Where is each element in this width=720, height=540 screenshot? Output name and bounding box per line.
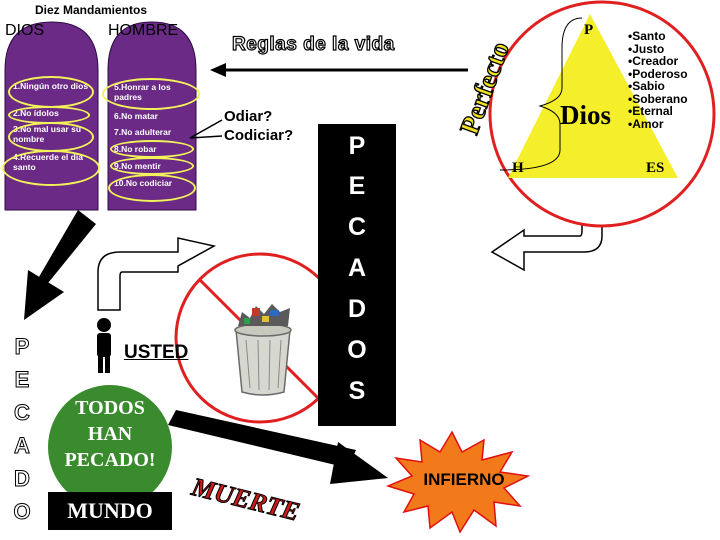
pecados-letter: P — [348, 132, 366, 160]
attribute-item: •Soberano — [628, 91, 688, 106]
todos-line: TODOS — [75, 397, 145, 419]
pecado-column: P E C A D O — [0, 330, 44, 530]
triangle-right-label: ES — [646, 160, 665, 176]
tablets-to-pecado-arrow — [24, 210, 96, 320]
pecados-bar: P E C A D O S — [318, 124, 396, 426]
attribute-item: •Santo — [628, 29, 666, 43]
perfect-triangle — [508, 14, 678, 178]
usted-up-arrow — [97, 237, 217, 311]
triangle-down-arrow — [490, 181, 603, 272]
usted-label: USTED — [124, 342, 189, 363]
pecados-letter: S — [348, 377, 366, 405]
todos-line: PECADO! — [64, 449, 156, 471]
odiar-codiciar: Odiar? Codiciar? — [224, 107, 293, 145]
attribute-list: •Santo •Justo •Creador •Poderoso •Sabio … — [628, 30, 688, 130]
hombre-oval-9 — [110, 157, 194, 175]
pecado-letter: O — [13, 499, 31, 525]
hombre-header: HOMBRE — [108, 22, 179, 39]
reglas-label: Reglas de la vida — [231, 33, 395, 55]
hombre-cmd-6: 6.No matar — [114, 111, 158, 121]
perfect-brace — [499, 17, 583, 171]
triangle-center-label: Dios — [560, 100, 612, 130]
hombre-oval-5 — [102, 78, 200, 110]
pecado-letter: C — [14, 400, 31, 426]
pecado-letter: E — [14, 367, 30, 393]
dios-oval-3 — [8, 122, 94, 152]
dios-oval-1 — [8, 76, 94, 108]
codiciar-label: Codiciar? — [224, 127, 294, 144]
pecado-letter: A — [14, 433, 31, 459]
attribute-item: •Sabio — [628, 79, 665, 93]
hombre-oval-8 — [110, 140, 194, 158]
pecados-letter: A — [347, 254, 367, 282]
attribute-item: •Eternal — [628, 104, 673, 118]
todos-han-pecado-circle: TODOS HAN PECADO! — [48, 385, 172, 509]
mundo-label: MUNDO — [48, 492, 172, 530]
todos-text: TODOS HAN PECADO! — [48, 395, 172, 473]
pecados-letter: D — [347, 295, 367, 323]
pecado-letter: D — [14, 466, 31, 492]
triangle-left-label: H — [512, 160, 524, 176]
todos-line: HAN — [87, 423, 133, 445]
tablets-title: Diez Mandamientos — [35, 3, 148, 17]
infierno-label: INFIERNO — [423, 470, 505, 489]
triangle-top-label: P — [584, 22, 594, 38]
attribute-item: •Amor — [628, 116, 664, 131]
dios-header: DIOS — [5, 22, 45, 39]
reglas-arrow — [210, 63, 468, 77]
attribute-item: •Justo — [628, 41, 665, 56]
person-silhouette — [97, 318, 111, 373]
hombre-oval-10 — [108, 174, 196, 202]
pecado-letter: P — [14, 334, 30, 360]
world-to-infierno-arrow — [168, 410, 388, 484]
pecados-letter: O — [347, 336, 367, 364]
hombre-cmd-7: 7.No adulterar — [114, 127, 172, 137]
attribute-item: •Creador — [628, 54, 679, 68]
odiar-connector — [189, 119, 223, 139]
odiar-label: Odiar? — [224, 108, 273, 125]
infierno-burst — [385, 430, 531, 534]
attribute-item: •Poderoso — [628, 66, 688, 81]
pecados-letter: C — [347, 213, 367, 241]
dios-oval-4 — [2, 150, 100, 186]
pecados-letter: E — [348, 172, 366, 200]
